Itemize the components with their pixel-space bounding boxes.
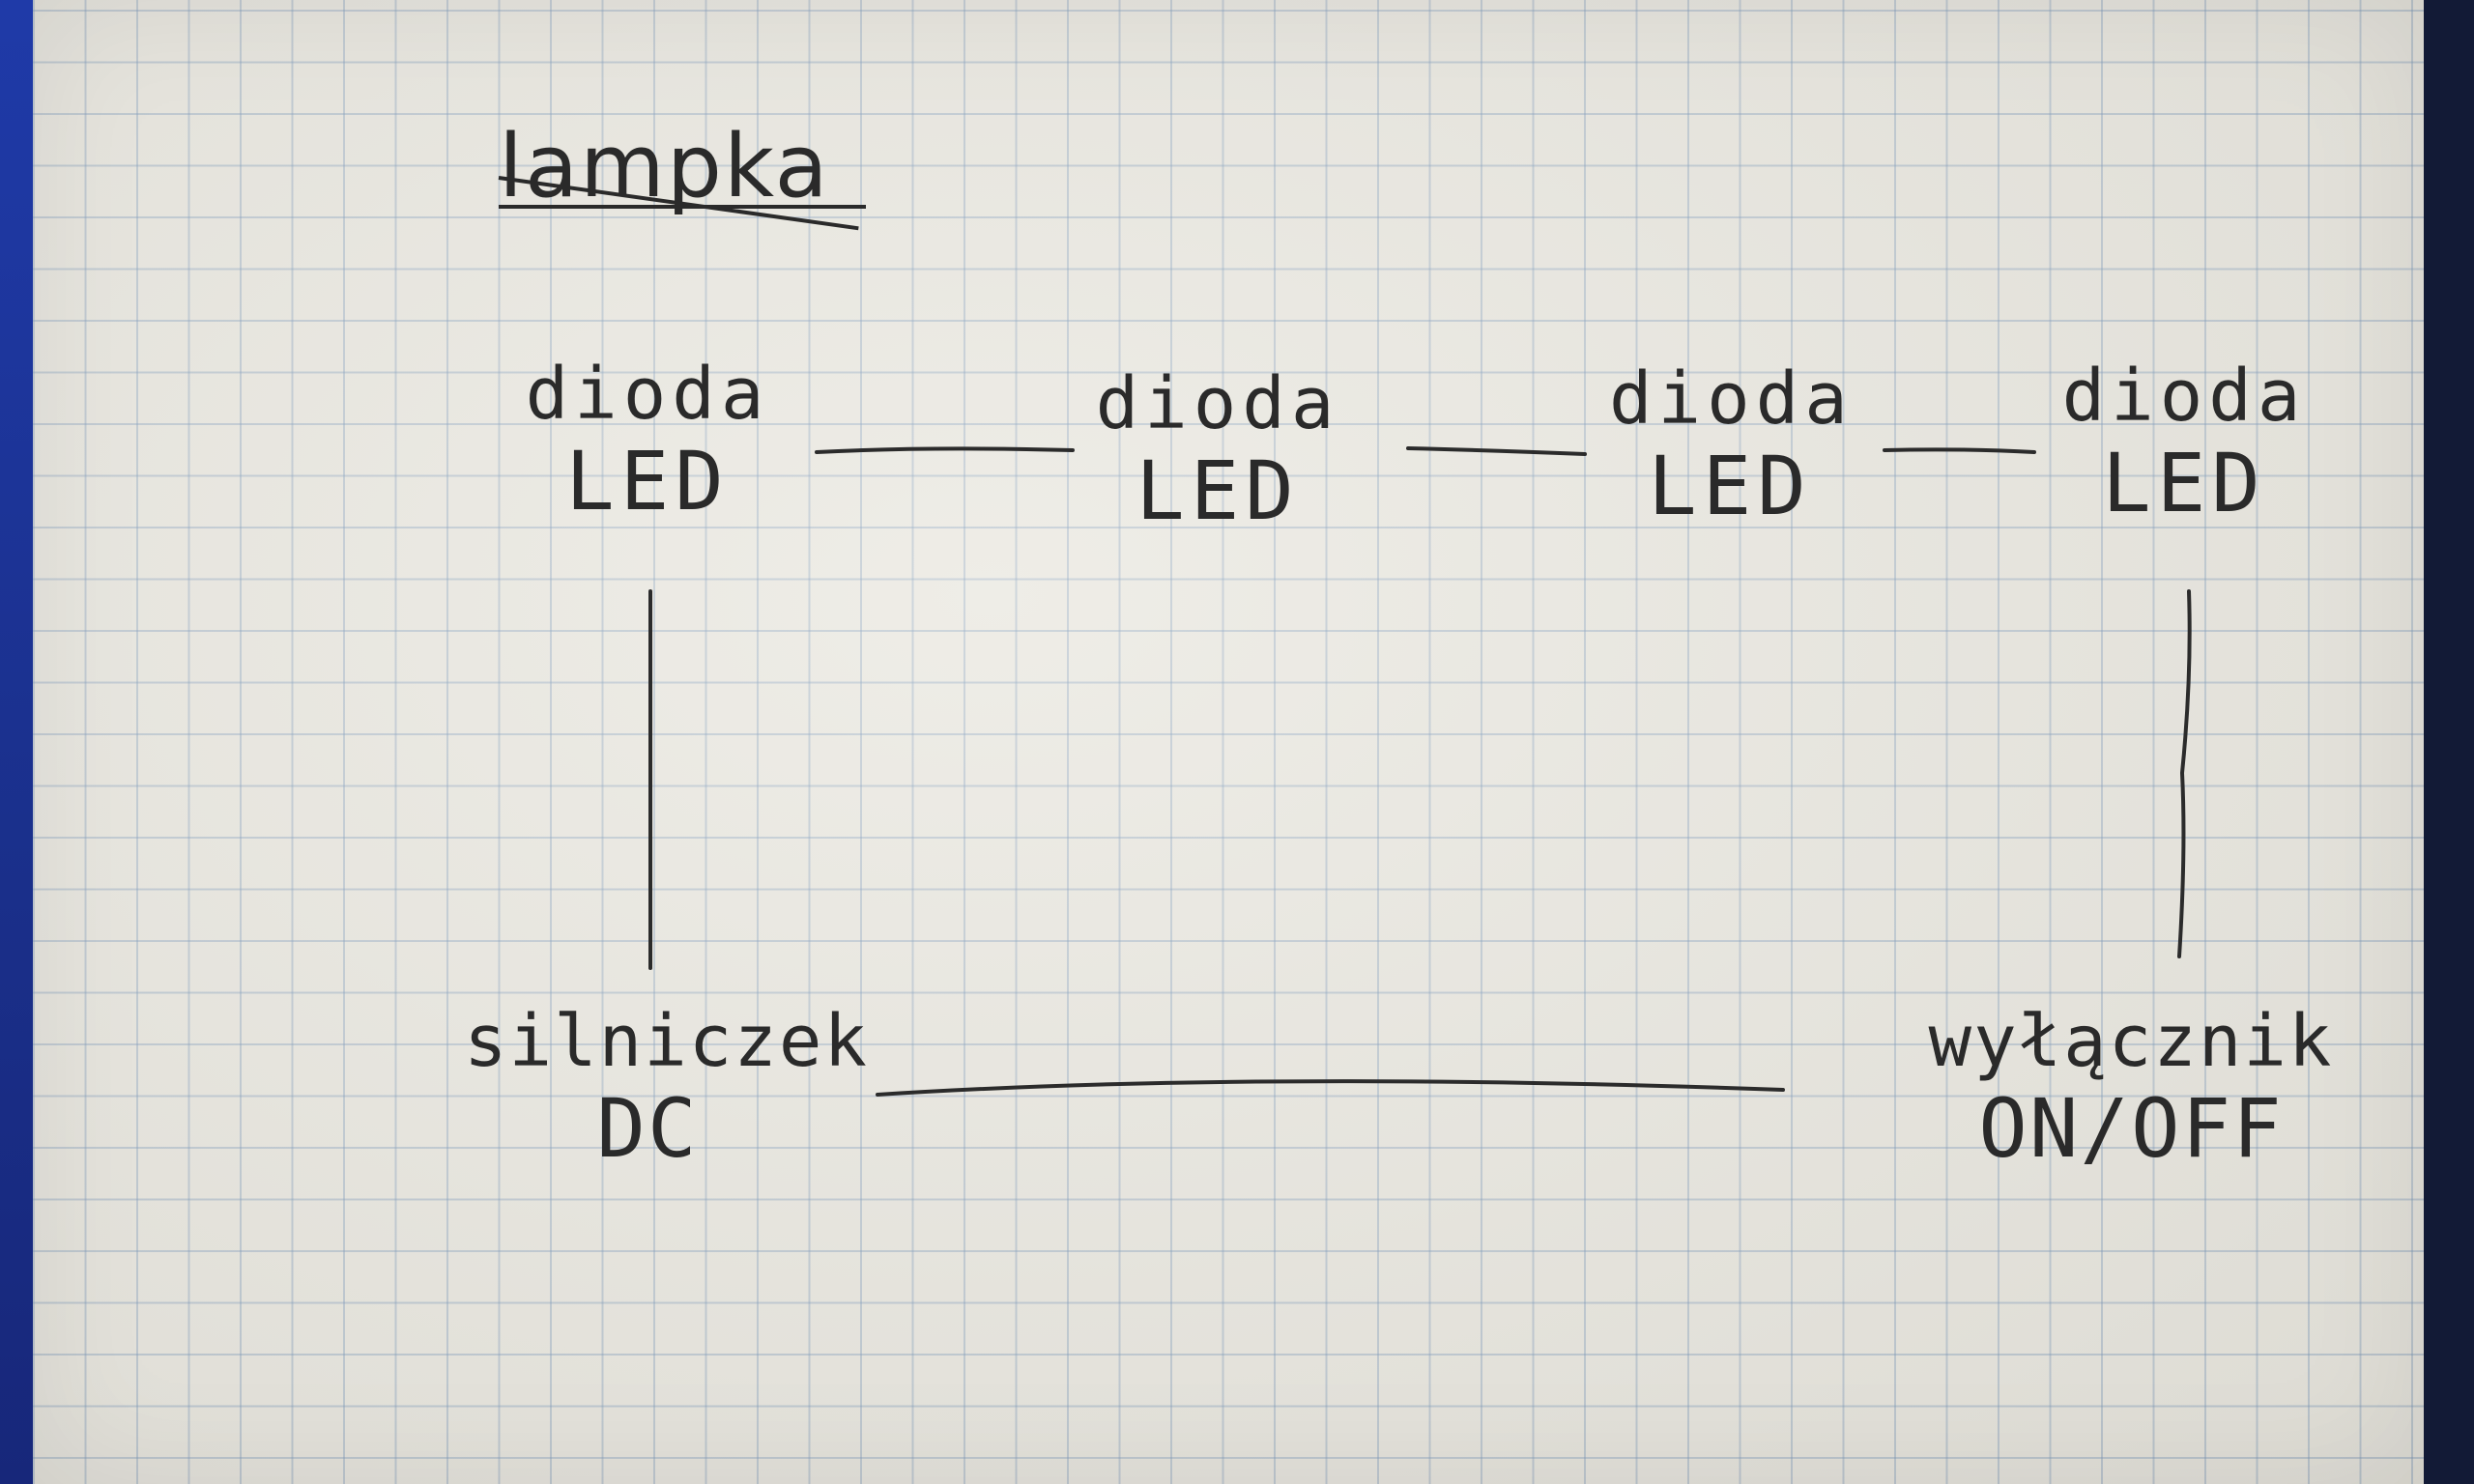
led-diode-1-type: LED <box>565 433 730 528</box>
wire-led1-led2 <box>815 446 1075 454</box>
led-diode-4-name: dioda <box>2061 355 2307 438</box>
dark-background-edge <box>2424 0 2474 1484</box>
dc-motor: silniczek DC <box>464 1000 869 1176</box>
led-diode-4-type: LED <box>2102 435 2266 530</box>
led-diode-1-name: dioda <box>525 353 770 436</box>
led-diode-2: dioda LED <box>1082 362 1353 538</box>
led-diode-3-type: LED <box>1648 438 1812 533</box>
wire-led2-led3 <box>1406 446 1587 456</box>
led-diode-4: dioda LED <box>2049 355 2319 530</box>
on-off-switch-name: wyłącznik <box>1928 1000 2334 1083</box>
led-diode-1: dioda LED <box>512 357 783 524</box>
dc-motor-type: DC <box>596 1080 699 1176</box>
on-off-switch-type: ON/OFF <box>1978 1080 2284 1176</box>
wire-motor-switch <box>876 1079 1785 1097</box>
led-diode-3-name: dioda <box>1609 357 1854 441</box>
wire-led4-switch <box>2177 589 2192 958</box>
dc-motor-name: silniczek <box>464 1000 869 1083</box>
led-diode-2-type: LED <box>1136 442 1300 538</box>
led-diode-2-name: dioda <box>1095 362 1340 445</box>
wire-led3-led4 <box>1883 447 2036 454</box>
strike-line-underline <box>499 205 866 209</box>
on-off-switch: wyłącznik ON/OFF <box>1909 1000 2353 1176</box>
led-diode-3: dioda LED <box>1609 357 1854 533</box>
